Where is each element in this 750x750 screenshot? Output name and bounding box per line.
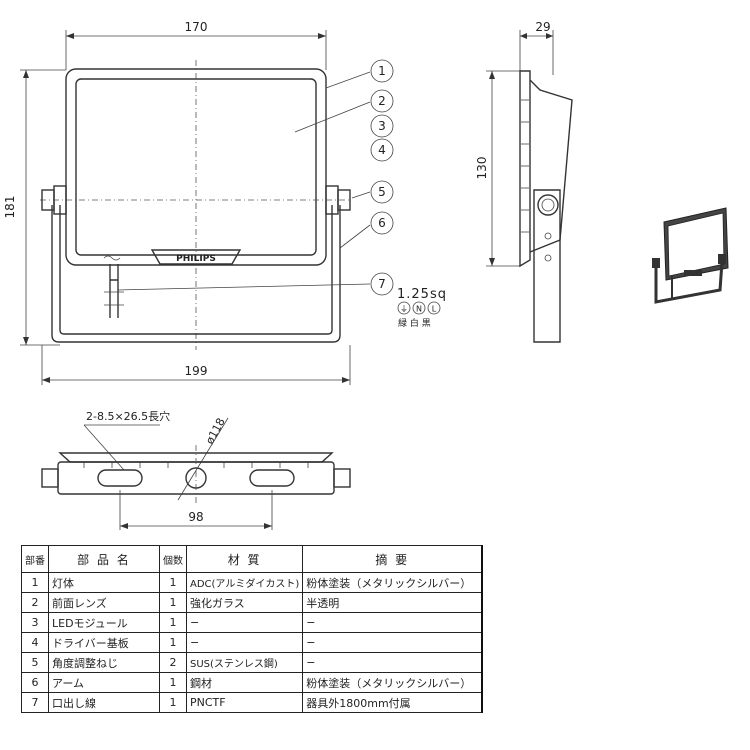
diameter-label: ø118 xyxy=(203,416,227,447)
row-no: 1 xyxy=(21,572,49,593)
row-material: − xyxy=(185,612,304,633)
row-material: − xyxy=(185,632,304,653)
header-material: 材 質 xyxy=(185,545,304,573)
header-qty: 個数 xyxy=(159,545,187,573)
bottom-view: 2-8.5×26.5長穴 ø118 98 xyxy=(41,409,351,530)
row-material: ADC(アルミダイカスト) xyxy=(185,572,304,593)
row-name: 灯体 xyxy=(48,572,160,593)
row-note: − xyxy=(302,612,484,633)
balloon-5: 5 xyxy=(370,180,394,204)
row-qty: 1 xyxy=(159,572,187,593)
balloon-7: 7 xyxy=(370,272,394,296)
svg-text:⏚: ⏚ xyxy=(400,305,408,314)
row-name: アーム xyxy=(48,672,160,693)
row-qty: 1 xyxy=(159,612,187,633)
svg-text:5: 5 xyxy=(378,185,386,199)
svg-text:6: 6 xyxy=(378,216,386,230)
row-name: 口出し線 xyxy=(48,692,160,713)
dim-hole-pitch: 98 xyxy=(188,510,203,524)
row-name: LEDモジュール xyxy=(48,612,160,633)
row-qty: 1 xyxy=(159,632,187,653)
wire-terminal-symbols: ⏚ N L xyxy=(397,301,441,315)
parts-table: 部番 部 品 名 個数 材 質 摘 要 1 灯体 1 ADC(アルミダイカスト)… xyxy=(21,545,484,713)
svg-text:N: N xyxy=(416,305,422,314)
header-name: 部 品 名 xyxy=(48,545,160,573)
row-name: 前面レンズ xyxy=(48,592,160,613)
slot-label: 2-8.5×26.5長穴 xyxy=(86,409,170,423)
dim-width-top: 170 xyxy=(185,20,208,34)
dim-width-bottom: 199 xyxy=(185,364,208,378)
perspective-thumbnail xyxy=(652,207,729,304)
row-material: SUS(ステンレス鋼) xyxy=(185,652,304,673)
table-row: 3 LEDモジュール 1 − − xyxy=(21,612,484,633)
balloon-3: 3 xyxy=(370,114,394,138)
dim-depth: 29 xyxy=(535,20,550,34)
row-no: 2 xyxy=(21,592,49,613)
row-note: 粉体塗装（メタリックシルバー） xyxy=(302,672,484,693)
wire-size-label: 1.25sq xyxy=(397,287,447,302)
svg-text:1: 1 xyxy=(378,64,386,78)
row-note: 粉体塗装（メタリックシルバー） xyxy=(302,572,484,593)
front-view: 170 181 PHILIPS 199 xyxy=(3,20,447,385)
table-row: 2 前面レンズ 1 強化ガラス 半透明 xyxy=(21,592,484,613)
table-row: 6 アーム 1 鋼材 粉体塗装（メタリックシルバー） xyxy=(21,672,484,693)
dim-height-left: 181 xyxy=(3,196,17,219)
svg-text:7: 7 xyxy=(378,277,386,291)
wire-color-label: 緑 白 黒 xyxy=(398,317,431,329)
brand-badge xyxy=(150,249,242,265)
side-arm xyxy=(533,189,561,343)
row-no: 6 xyxy=(21,672,49,693)
row-material: 鋼材 xyxy=(185,672,304,693)
balloon-2: 2 xyxy=(370,89,394,113)
svg-text:4: 4 xyxy=(378,143,386,157)
arm-outline xyxy=(51,205,341,343)
row-qty: 2 xyxy=(159,652,187,673)
row-no: 4 xyxy=(21,632,49,653)
row-note: 器具外1800mm付属 xyxy=(302,692,484,713)
row-name: 角度調整ねじ xyxy=(48,652,160,673)
side-view: 29 130 xyxy=(475,20,573,343)
balloon-6: 6 xyxy=(370,211,394,235)
table-row: 5 角度調整ねじ 2 SUS(ステンレス鋼) − xyxy=(21,652,484,673)
row-note: − xyxy=(302,652,484,673)
row-material: PNCTF xyxy=(185,692,304,713)
table-row: 1 灯体 1 ADC(アルミダイカスト) 粉体塗装（メタリックシルバー） xyxy=(21,572,484,593)
row-no: 7 xyxy=(21,692,49,713)
side-screw xyxy=(537,194,559,216)
row-name: ドライバー基板 xyxy=(48,632,160,653)
row-material: 強化ガラス xyxy=(185,592,304,613)
header-note: 摘 要 xyxy=(302,545,484,573)
row-qty: 1 xyxy=(159,672,187,693)
table-row: 7 口出し線 1 PNCTF 器具外1800mm付属 xyxy=(21,692,484,713)
balloon-4: 4 xyxy=(370,138,394,162)
table-row: 4 ドライバー基板 1 − − xyxy=(21,632,484,653)
row-no: 5 xyxy=(21,652,49,673)
balloon-1: 1 xyxy=(370,59,394,83)
row-qty: 1 xyxy=(159,592,187,613)
row-no: 3 xyxy=(21,612,49,633)
row-qty: 1 xyxy=(159,692,187,713)
header-no: 部番 xyxy=(21,545,49,573)
dim-side-height: 130 xyxy=(475,157,489,180)
svg-text:3: 3 xyxy=(378,119,386,133)
brand-label: PHILIPS xyxy=(176,254,216,264)
row-note: 半透明 xyxy=(302,592,484,613)
parts-table-header: 部番 部 品 名 個数 材 質 摘 要 xyxy=(21,545,484,573)
row-note: − xyxy=(302,632,484,653)
slot-left xyxy=(97,469,143,487)
svg-text:2: 2 xyxy=(378,94,386,108)
slot-right xyxy=(249,469,295,487)
svg-text:L: L xyxy=(432,305,437,314)
